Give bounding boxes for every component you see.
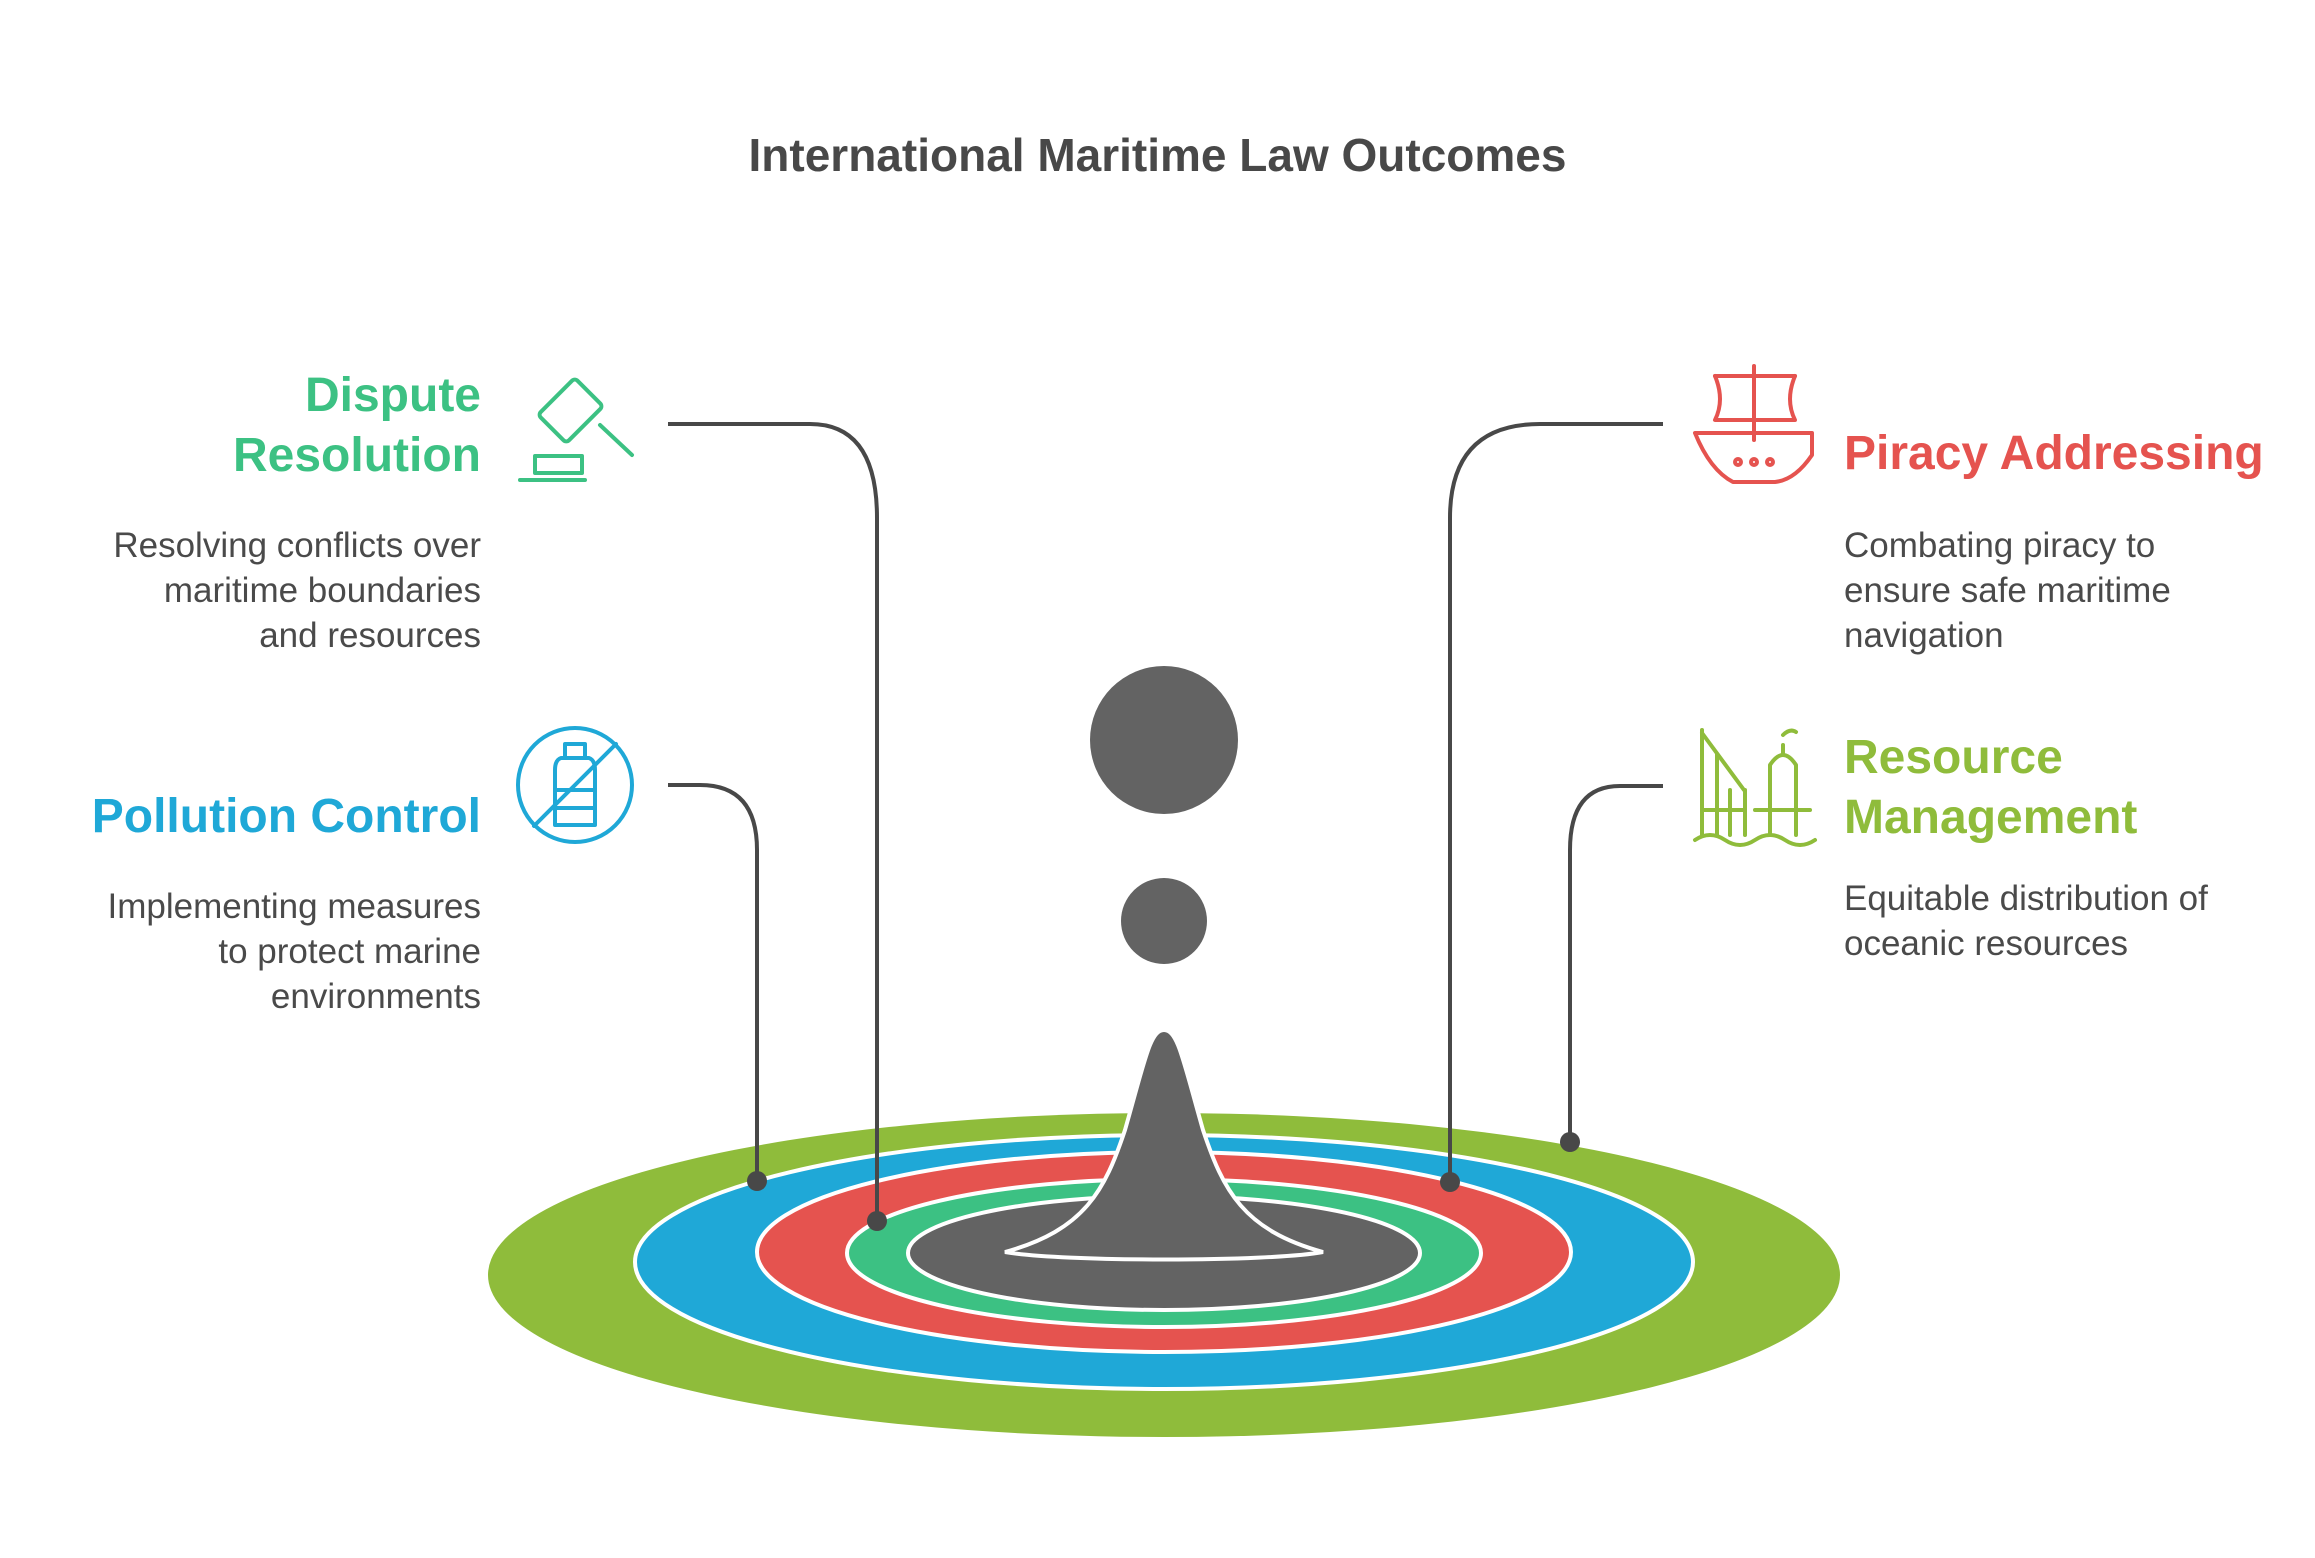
connector-pollution (668, 783, 759, 1180)
pollution-heading-line-1: Pollution Control (91, 790, 481, 843)
dispute-resolution-description: Resolving conflicts over maritime bounda… (0, 523, 481, 658)
resource-heading-line-2: Management (1844, 791, 2138, 844)
dispute-resolution-heading: Dispute Resolution (61, 366, 481, 486)
piracy-addressing-description: Combating piracy to ensure safe maritime… (1844, 523, 2304, 658)
pollution-control-description: Implementing measures to protect marine … (0, 884, 482, 1019)
connector-dot-dispute (867, 1211, 887, 1231)
ship-icon (1693, 364, 1814, 484)
resource-management-heading: Resource Management (1844, 728, 2304, 848)
resource-desc-line-1: Equitable distribution of (1844, 879, 2208, 918)
droplet-small (1121, 878, 1207, 964)
connector-resource (1568, 784, 1663, 1142)
resource-desc-line-2: oceanic resources (1844, 924, 2129, 963)
dispute-desc-line-1: Resolving conflicts over (113, 526, 481, 565)
connector-dot-pollution (747, 1171, 767, 1191)
dispute-heading-line-2: Resolution (233, 429, 481, 482)
pollution-desc-line-3: environments (270, 977, 481, 1016)
dispute-desc-line-3: and resources (259, 616, 481, 655)
connector-dot-piracy (1440, 1172, 1460, 1192)
resource-management-description: Equitable distribution of oceanic resour… (1844, 876, 2304, 966)
splash-peak (1004, 1027, 1324, 1262)
oil-rig-icon (1693, 728, 1817, 847)
pollution-desc-line-1: Implementing measures (107, 887, 482, 926)
resource-heading-line-1: Resource (1844, 731, 2063, 784)
pollution-desc-line-2: to protect marine (218, 932, 481, 971)
piracy-desc-line-1: Combating piracy to (1844, 526, 2156, 565)
piracy-addressing-heading: Piracy Addressing (1844, 424, 2314, 484)
gavel-icon (518, 377, 634, 482)
connector-dispute (668, 422, 879, 1220)
piracy-desc-line-2: ensure safe maritime (1844, 571, 2171, 610)
droplet-large (1090, 666, 1238, 814)
dispute-desc-line-2: maritime boundaries (163, 571, 481, 610)
pollution-control-heading: Pollution Control (0, 787, 481, 847)
diagram-title: International Maritime Law Outcomes (748, 129, 1567, 181)
dispute-heading-line-1: Dispute (304, 369, 481, 422)
no-plastic-bottle-icon (516, 726, 634, 844)
piracy-heading-line-1: Piracy Addressing (1844, 427, 2264, 480)
connector-dot-resource (1560, 1132, 1580, 1152)
piracy-desc-line-3: navigation (1844, 616, 2004, 655)
connector-piracy (1448, 422, 1663, 1180)
